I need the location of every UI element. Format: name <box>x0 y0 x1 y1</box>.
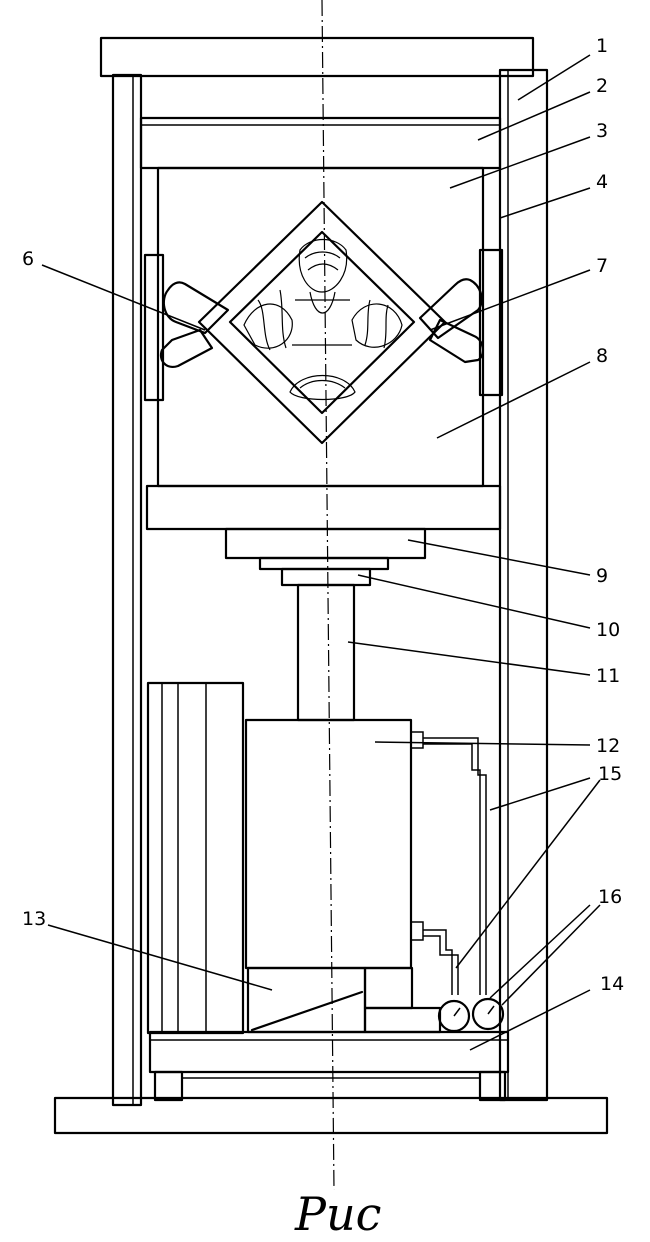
pressure-gauges <box>437 997 505 1033</box>
lower-port <box>410 921 424 941</box>
label-15: 15 <box>598 763 622 785</box>
label-3: 3 <box>596 120 608 142</box>
wedge-block <box>246 966 442 1034</box>
base-frame <box>148 1030 510 1102</box>
hydraulic-cylinder <box>244 718 413 970</box>
label-7: 7 <box>596 255 608 277</box>
upper-port <box>410 731 424 749</box>
lower-platen <box>145 484 502 531</box>
spacer-plate <box>258 556 390 571</box>
label-10: 10 <box>596 619 620 641</box>
piston-rod <box>296 583 356 722</box>
base-plate <box>53 1096 609 1135</box>
label-8: 8 <box>596 345 608 367</box>
hydraulic-pipes <box>423 737 487 995</box>
label-4: 4 <box>596 171 608 193</box>
diamond-frame <box>159 200 484 445</box>
label-1: 1 <box>596 35 608 57</box>
platen-plate <box>224 527 427 560</box>
center-axis <box>321 0 335 1191</box>
label-14: 14 <box>600 973 624 995</box>
label-16: 16 <box>598 886 622 908</box>
upper-plate <box>139 116 502 170</box>
wood-log <box>243 238 403 401</box>
side-panels <box>146 681 245 1035</box>
label-2: 2 <box>596 75 608 97</box>
piston-flange <box>280 567 372 587</box>
label-13: 13 <box>22 908 46 930</box>
label-12: 12 <box>596 735 620 757</box>
label-9: 9 <box>596 565 608 587</box>
label-6: 6 <box>22 248 34 270</box>
top-beam <box>99 36 535 78</box>
figure-caption: Рис <box>294 1187 381 1241</box>
leader-lines <box>41 54 601 1051</box>
label-11: 11 <box>596 665 620 687</box>
